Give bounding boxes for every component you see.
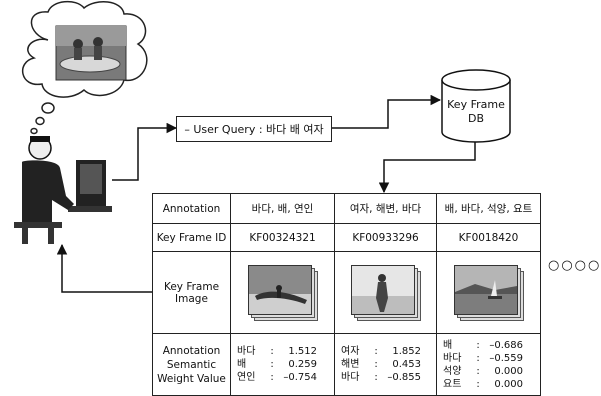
weight-entry: 연인:–0.754 bbox=[237, 372, 317, 383]
user-at-computer bbox=[14, 136, 112, 244]
image-header-line2: Image bbox=[175, 292, 208, 305]
weight-header-line2: Semantic bbox=[166, 358, 217, 371]
weight-cell-3: 배:–0.686 바다:–0.559 석양:0.000 요트:0.000 bbox=[436, 333, 541, 396]
weight-entry: 배:–0.686 bbox=[443, 339, 523, 351]
weight-entry: 배:0.259 bbox=[237, 359, 317, 370]
annotation-header: Annotation bbox=[152, 193, 231, 224]
id-cell-3: KF0018420 bbox=[436, 223, 541, 252]
annotation-cell-3: 배, 바다, 석양, 요트 bbox=[436, 193, 541, 224]
user-query-text: – User Query : 바다 배 여자 bbox=[184, 123, 324, 136]
weight-entry: 바다:–0.855 bbox=[341, 372, 421, 383]
weight-entry: 요트:0.000 bbox=[443, 378, 523, 390]
key-frame-thumbnail-2 bbox=[350, 264, 421, 321]
key-frame-thumbnail-1 bbox=[247, 264, 318, 321]
thought-photo bbox=[55, 25, 127, 81]
arrow-db-to-table bbox=[378, 140, 476, 194]
image-cell-2 bbox=[334, 251, 437, 334]
db-label-line1: Key Frame bbox=[447, 98, 505, 111]
image-header: Key Frame Image bbox=[152, 251, 231, 334]
id-header: Key Frame ID bbox=[152, 223, 231, 252]
id-cell-2: KF00933296 bbox=[334, 223, 437, 252]
weight-header-line1: Annotation bbox=[162, 344, 221, 357]
image-header-line1: Key Frame bbox=[163, 280, 220, 293]
more-results-indicator: ○○○○ bbox=[548, 258, 601, 273]
annotation-cell-2: 여자, 해변, 바다 bbox=[334, 193, 437, 224]
key-frame-table: Annotation 바다, 배, 연인 여자, 해변, 바다 배, 바다, 석… bbox=[152, 193, 541, 396]
image-cell-3 bbox=[436, 251, 541, 334]
annotation-cell-1: 바다, 배, 연인 bbox=[230, 193, 335, 224]
weight-entry: 바다:1.512 bbox=[237, 346, 317, 357]
user-query-box: – User Query : 바다 배 여자 bbox=[176, 116, 332, 142]
weight-entry: 바다:–0.559 bbox=[443, 352, 523, 364]
weight-entry: 해변:0.453 bbox=[341, 359, 421, 370]
arrow-user-to-query bbox=[112, 122, 178, 181]
weight-cell-1: 바다:1.512 배:0.259 연인:–0.754 bbox=[230, 333, 335, 396]
id-row: Key Frame ID KF00324321 KF00933296 KF001… bbox=[152, 223, 541, 252]
weight-header: Annotation Semantic Weight Value bbox=[152, 333, 231, 396]
weight-row: Annotation Semantic Weight Value 바다:1.51… bbox=[152, 333, 541, 396]
arrow-query-to-db bbox=[330, 94, 442, 129]
database-cylinder bbox=[441, 69, 511, 143]
weight-entry: 석양:0.000 bbox=[443, 365, 523, 377]
weight-header-line3: Weight Value bbox=[157, 372, 226, 385]
db-label-line2: DB bbox=[467, 112, 485, 125]
key-frame-thumbnail-3 bbox=[453, 264, 524, 321]
weight-entry: 여자:1.852 bbox=[341, 346, 421, 357]
annotation-row: Annotation 바다, 배, 연인 여자, 해변, 바다 배, 바다, 석… bbox=[152, 193, 541, 224]
image-cell-1 bbox=[230, 251, 335, 334]
image-row: Key Frame Image bbox=[152, 251, 541, 334]
id-cell-1: KF00324321 bbox=[230, 223, 335, 252]
arrow-table-to-user bbox=[56, 243, 152, 293]
weight-cell-2: 여자:1.852 해변:0.453 바다:–0.855 bbox=[334, 333, 437, 396]
db-label: Key Frame DB bbox=[442, 98, 510, 126]
